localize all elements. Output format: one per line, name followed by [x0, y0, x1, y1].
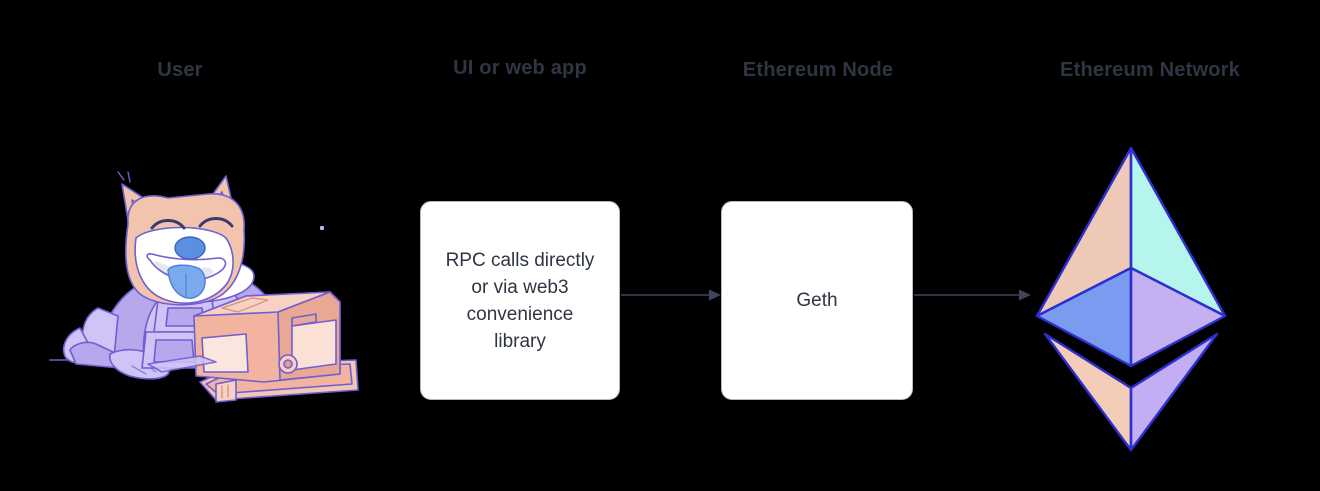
- user-mascot-illustration: [40, 168, 370, 413]
- column-heading-ui-or-web-app: UI or web app: [453, 57, 587, 79]
- process-box-geth-label: Geth: [796, 290, 838, 311]
- process-box-rpc-calls[interactable]: RPC calls directly or via web3 convenien…: [420, 201, 620, 400]
- column-heading-user: User: [157, 59, 203, 81]
- arrow-geth-to-ethereum-network: [914, 289, 1031, 301]
- arrow-rpc-to-geth: [621, 289, 721, 301]
- process-box-geth[interactable]: Geth: [721, 201, 913, 400]
- column-heading-ethereum-node: Ethereum Node: [742, 59, 894, 81]
- column-heading-ethereum-network: Ethereum Network: [1060, 59, 1240, 81]
- sparkle-dot: [320, 226, 324, 230]
- ethereum-diamond-logo: [1025, 138, 1237, 463]
- process-box-rpc-calls-label: RPC calls directly or via web3 convenien…: [445, 249, 595, 352]
